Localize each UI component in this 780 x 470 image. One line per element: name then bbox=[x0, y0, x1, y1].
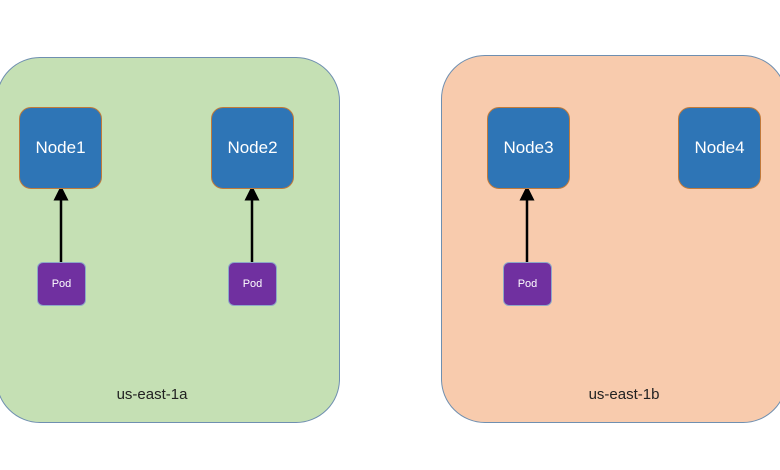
zone-label-us-east-1a: us-east-1a bbox=[116, 386, 188, 403]
node-1: Node1 bbox=[19, 107, 102, 189]
pod-1: Pod bbox=[37, 262, 86, 306]
node-3: Node3 bbox=[487, 107, 570, 189]
pod-2: Pod bbox=[228, 262, 277, 306]
node-4: Node4 bbox=[678, 107, 761, 189]
zone-label-us-east-1b: us-east-1b bbox=[588, 386, 660, 403]
node-2: Node2 bbox=[211, 107, 294, 189]
pod-3: Pod bbox=[503, 262, 552, 306]
